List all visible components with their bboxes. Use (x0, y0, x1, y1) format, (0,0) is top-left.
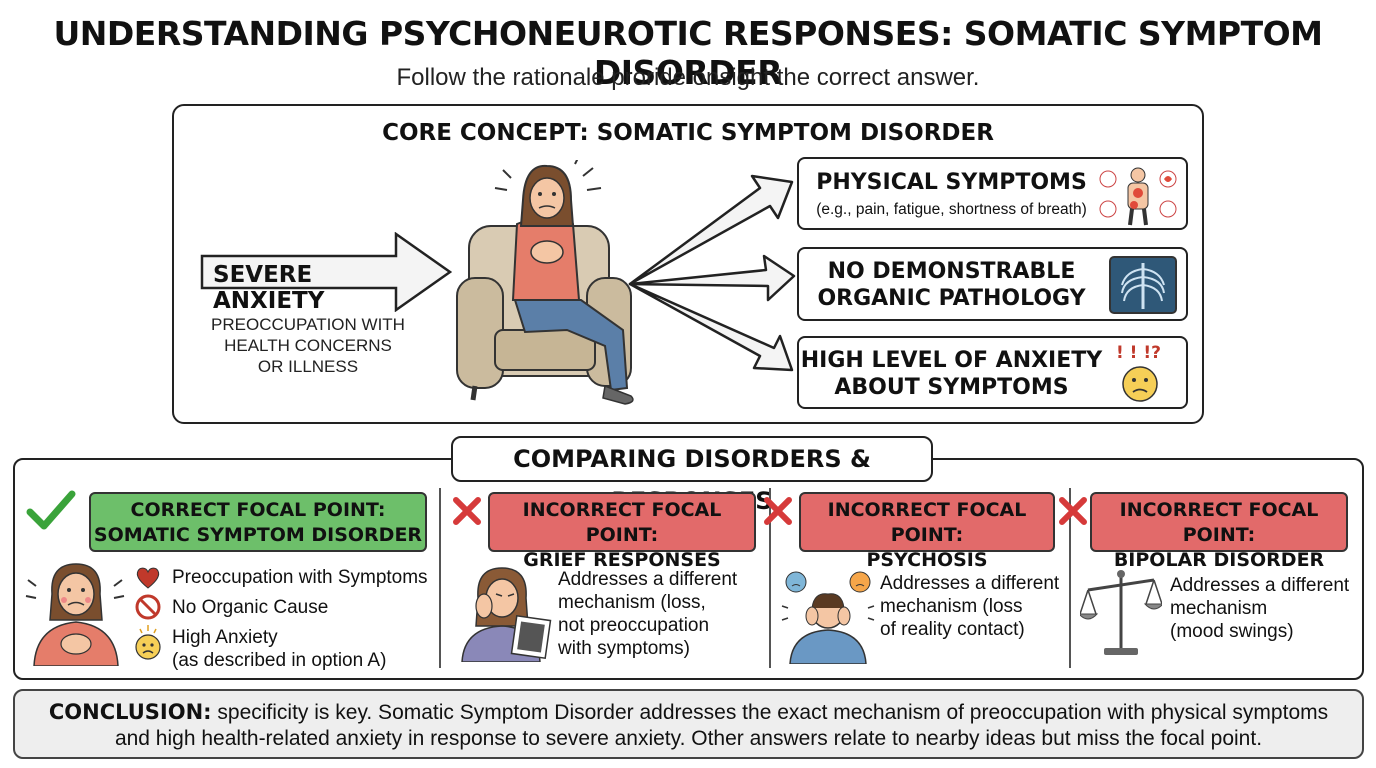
exclamation-marks: ! ! !? (1116, 343, 1161, 363)
correct-focal-point: CORRECT FOCAL POINT: SOMATIC SYMPTOM DIS… (89, 492, 427, 552)
focal-line1: INCORRECT FOCAL POINT: (1119, 499, 1319, 546)
xray-icon (1109, 256, 1177, 314)
severe-anxiety-arrow (200, 232, 452, 312)
worried-face-icon (135, 625, 161, 660)
desc-line: mechanism (loss (880, 596, 1023, 617)
conclusion-text-2: and high health-related anxiety in respo… (114, 727, 1263, 750)
desc-line: mechanism (1170, 598, 1268, 619)
cross-icon (453, 497, 481, 525)
body-pain-icon (1099, 167, 1177, 226)
psychosis-person-icon (781, 571, 875, 664)
desc-line: (mood swings) (1170, 621, 1294, 642)
desc-line: with symptoms) (558, 638, 690, 659)
cross-icon (1059, 497, 1087, 525)
desc-line: Addresses a different (1170, 575, 1350, 596)
conclusion-panel: CONCLUSION: specificity is key. Somatic … (13, 689, 1364, 759)
severe-anxiety-label: SEVERE ANXIETY (213, 262, 325, 314)
comparing-title: COMPARING DISORDERS & RESPONSES (451, 436, 933, 515)
conclusion-label: CONCLUSION: (48, 700, 212, 724)
bipolar-description: Addresses a different mechanism (mood sw… (1170, 574, 1349, 643)
feature-preoccupation: Preoccupation with Symptoms (172, 567, 428, 588)
psychosis-description: Addresses a different mechanism (loss of… (880, 572, 1059, 641)
severe-anxiety-sub-line: HEALTH CONCERNS (224, 336, 392, 355)
focal-line1: INCORRECT FOCAL POINT: (522, 499, 722, 546)
feature-high-anxiety-note: (as described in option A) (172, 650, 387, 671)
prohibited-icon (135, 594, 161, 620)
severe-anxiety-sub-line: OR ILLNESS (257, 357, 359, 376)
grief-description: Addresses a different mechanism (loss, n… (558, 568, 737, 660)
desc-line: of reality contact) (880, 619, 1025, 640)
balance-scale-icon (1080, 570, 1162, 655)
outcome-physical-symptoms: PHYSICAL SYMPTOMS (e.g., pain, fatigue, … (797, 157, 1188, 230)
focal-line2: GRIEF RESPONSES (523, 549, 721, 571)
incorrect-focal-bipolar: INCORRECT FOCAL POINT: BIPOLAR DISORDER (1090, 492, 1348, 571)
check-icon (26, 490, 76, 530)
outcome-title-line: ORGANIC PATHOLOGY (817, 286, 1086, 311)
outcome-title-line: HIGH LEVEL OF ANXIETY (800, 348, 1103, 373)
severe-anxiety-sub-line: PREOCCUPATION WITH (211, 315, 405, 334)
core-concept-title: CORE CONCEPT: SOMATIC SYMPTOM DISORDER (382, 120, 994, 146)
outcome-arrows (628, 174, 796, 372)
desc-line: mechanism (loss, (558, 592, 706, 613)
page-subtitle: Follow the rationale proride onsight the… (396, 64, 980, 91)
column-divider (439, 488, 441, 668)
outcome-detail: (e.g., pain, fatigue, shortness of breat… (816, 201, 1087, 218)
outcome-high-anxiety: HIGH LEVEL OF ANXIETY ABOUT SYMPTOMS ! !… (797, 336, 1188, 409)
outcome-title-line: ABOUT SYMPTOMS (834, 375, 1069, 400)
desc-line: Addresses a different (880, 573, 1060, 594)
focal-line1: CORRECT FOCAL POINT: (130, 499, 386, 521)
severe-anxiety-subtext: PREOCCUPATION WITH HEALTH CONCERNS OR IL… (200, 314, 416, 377)
desc-line: not preoccupation (558, 615, 710, 636)
feature-no-organic-cause: No Organic Cause (172, 597, 329, 618)
anxious-woman-armchair-illustration (456, 160, 634, 405)
column-divider (1069, 488, 1071, 668)
feature-high-anxiety: High Anxiety (as described in option A) (172, 626, 386, 672)
anxious-woman-icon (25, 563, 125, 666)
focal-line1: INCORRECT FOCAL POINT: (827, 499, 1027, 546)
focal-line2: SOMATIC SYMPTOM DISORDER (93, 524, 423, 546)
grieving-woman-icon (461, 567, 552, 662)
column-divider (769, 488, 771, 668)
outcome-title: PHYSICAL SYMPTOMS (816, 170, 1087, 195)
outcome-no-organic-pathology: NO DEMONSTRABLE ORGANIC PATHOLOGY (797, 247, 1188, 321)
focal-line2: PSYCHOSIS (866, 549, 988, 571)
conclusion-line-1: CONCLUSION: specificity is key. Somatic … (15, 699, 1362, 726)
desc-line: Addresses a different (558, 569, 738, 590)
worried-face-icon: ! ! !? (1116, 343, 1161, 402)
outcome-title-line: NO DEMONSTRABLE (827, 259, 1076, 284)
incorrect-focal-psychosis: INCORRECT FOCAL POINT: PSYCHOSIS (799, 492, 1055, 571)
feature-high-anxiety-text: High Anxiety (172, 627, 278, 648)
heart-icon (136, 567, 160, 589)
incorrect-focal-grief: INCORRECT FOCAL POINT: GRIEF RESPONSES (488, 492, 756, 571)
page-title: UNDERSTANDING PSYCHONEUROTIC RESPONSES: … (53, 14, 1323, 92)
focal-line2: BIPOLAR DISORDER (1113, 549, 1325, 571)
conclusion-text-1: specificity is key. Somatic Symptom Diso… (211, 701, 1329, 724)
cross-icon (764, 497, 792, 525)
